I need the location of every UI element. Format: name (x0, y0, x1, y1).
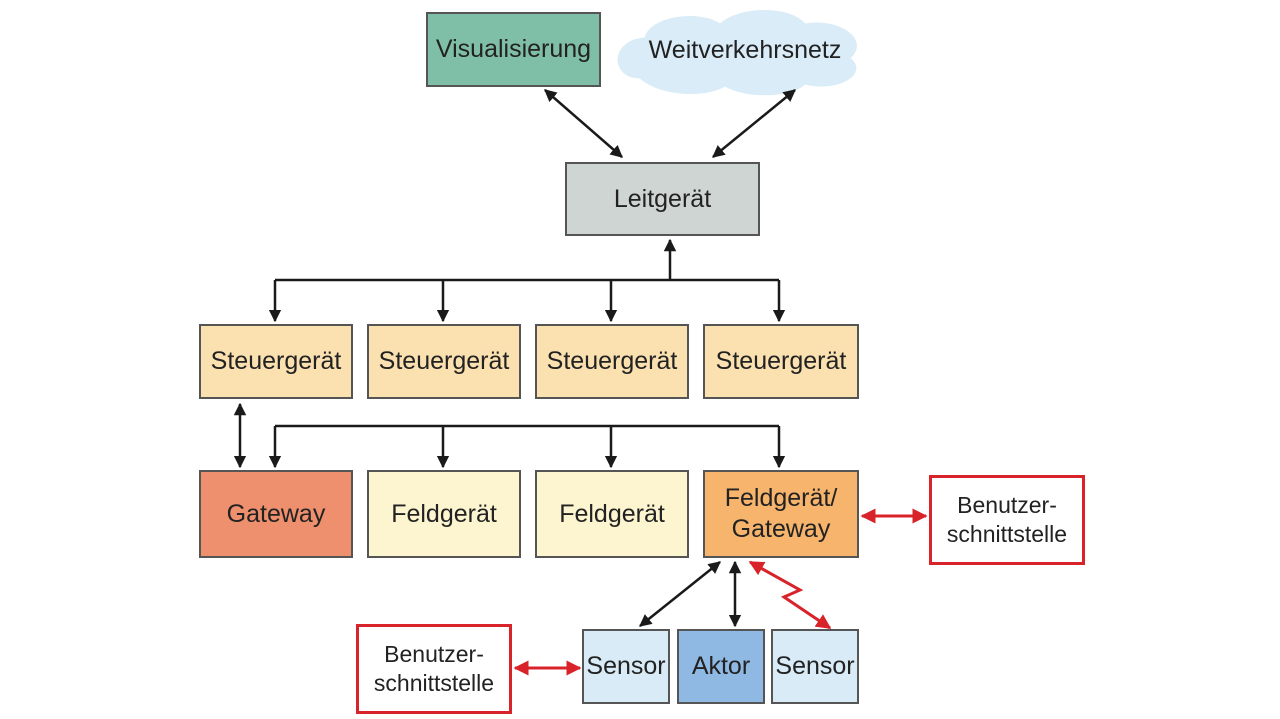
visualisierung-box: Visualisierung (426, 12, 601, 87)
feldgeraet-gateway-label-line1: Feldgerät/ (724, 484, 838, 512)
link-weitverkehrsnetz-leitgeraet (712, 89, 796, 158)
benutzerschnittstelle-box-left: Benutzer- schnittstelle (356, 624, 512, 714)
feldgeraet-gateway-box: Feldgerät/ Gateway (703, 470, 859, 558)
steuergeraet-box-3: Steuergerät (535, 324, 689, 399)
benutzerschnittstelle-left-line2: schnittstelle (373, 670, 495, 696)
aktor-label: Aktor (691, 652, 751, 680)
feldgeraet-gateway-label-line2: Gateway (731, 515, 831, 543)
steuergeraet-box-1: Steuergerät (199, 324, 353, 399)
steuergeraet-box-4: Steuergerät (703, 324, 859, 399)
leitgeraet-box: Leitgerät (565, 162, 760, 236)
sensor-label-2: Sensor (775, 652, 855, 680)
sensor-box-2: Sensor (771, 629, 859, 704)
sensor-label-1: Sensor (586, 652, 666, 680)
benutzerschnittstelle-right-line1: Benutzer- (957, 492, 1057, 518)
gateway-box: Gateway (199, 470, 353, 558)
link-visualisierung-leitgeraet (544, 89, 623, 158)
steuergeraet-label-4: Steuergerät (715, 347, 847, 375)
leitgeraet-label: Leitgerät (613, 184, 712, 213)
feldgeraet-box-2: Feldgerät (535, 470, 689, 558)
visualisierung-label: Visualisierung (435, 35, 592, 63)
sensor-box-1: Sensor (582, 629, 670, 704)
steuergeraet-label-3: Steuergerät (546, 347, 678, 375)
gateway-label: Gateway (226, 499, 326, 528)
weitverkehrsnetz-label: Weitverkehrsnetz (648, 35, 842, 64)
link-fg-gateway-sensor2-wireless (748, 560, 832, 630)
aktor-box: Aktor (677, 629, 765, 704)
link-fg-gateway-sensor1 (639, 561, 721, 627)
benutzerschnittstelle-left-line1: Benutzer- (384, 641, 484, 667)
steuergeraet-box-2: Steuergerät (367, 324, 521, 399)
benutzerschnittstelle-right-line2: schnittstelle (946, 521, 1068, 547)
feldgeraet-label-2: Feldgerät (559, 499, 665, 528)
feldgeraet-box-1: Feldgerät (367, 470, 521, 558)
steuergeraet-label-2: Steuergerät (378, 347, 510, 375)
feldgeraet-label-1: Feldgerät (391, 499, 497, 528)
steuergeraet-label-1: Steuergerät (210, 347, 342, 375)
benutzerschnittstelle-box-right: Benutzer- schnittstelle (929, 475, 1085, 565)
weitverkehrsnetz-cloud: Weitverkehrsnetz (630, 20, 860, 80)
